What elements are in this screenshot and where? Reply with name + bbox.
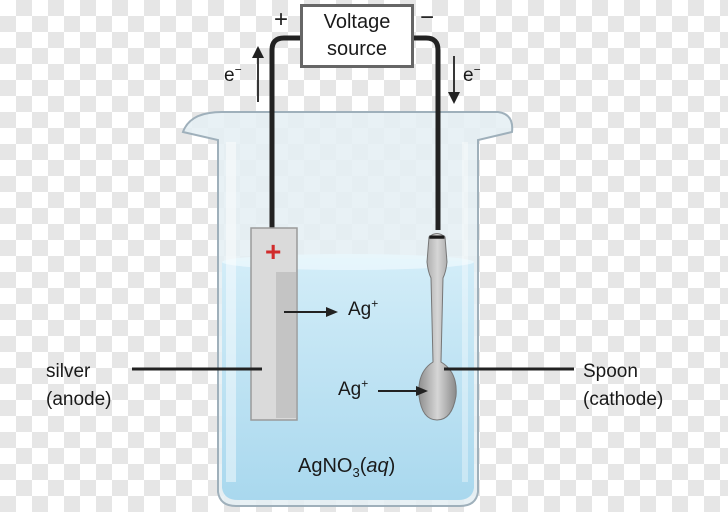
voltage-source-line2: source — [326, 38, 388, 60]
silver-label-line2: (anode) — [46, 389, 112, 410]
cathode-negative-mark: − — [428, 221, 446, 254]
voltage-source-line1: Voltage — [323, 11, 391, 33]
glass-highlight — [226, 142, 236, 482]
negative-terminal-sign: − — [420, 4, 435, 31]
positive-wire — [269, 35, 302, 230]
electron-label-left: e− — [224, 62, 242, 86]
electron-flow-down-arrow — [448, 56, 460, 104]
ion-release-arrow — [284, 307, 338, 317]
ag-ion-label-deposited: Ag+ — [338, 376, 369, 400]
glass-highlight-right — [462, 142, 468, 482]
ion-deposit-arrow — [378, 386, 428, 396]
electron-flow-up-arrow — [252, 46, 264, 102]
spoon-label-line2: (cathode) — [583, 389, 664, 410]
negative-wire — [412, 35, 441, 230]
positive-terminal-sign: + — [274, 6, 289, 33]
solution-formula: AgNO3(aq) — [298, 455, 396, 480]
voltage-source-box: Voltage source — [300, 4, 414, 68]
spoon-cathode — [418, 233, 457, 421]
electron-label-right: e− — [463, 62, 481, 86]
spoon-label-line1: Spoon — [583, 361, 638, 382]
anode-plate-shade — [276, 272, 296, 418]
silver-anode-label: silver (anode) — [46, 358, 112, 414]
anode-positive-mark: + — [265, 236, 282, 267]
spoon-cathode-label: Spoon (cathode) — [583, 358, 663, 414]
ag-ion-label-released: Ag+ — [348, 296, 379, 320]
silver-label-line1: silver — [46, 361, 91, 382]
